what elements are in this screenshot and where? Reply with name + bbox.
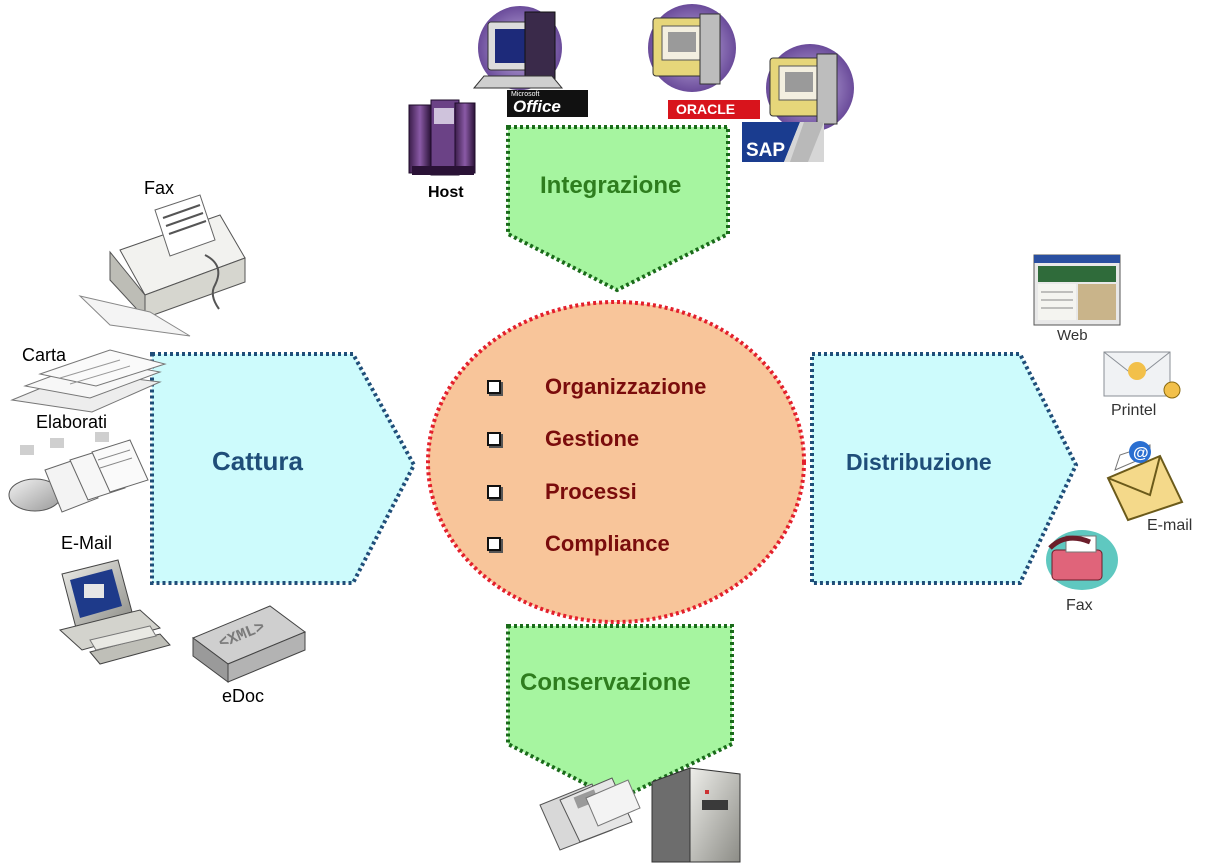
fax-machine-icon: [78, 194, 246, 337]
source-carta-label: Carta: [22, 345, 67, 365]
cattura-arrow: [150, 352, 417, 585]
source-email-label: E-Mail: [61, 533, 113, 553]
target-email-label: E-mail: [1147, 517, 1193, 534]
paper-stack-icon: [10, 349, 167, 413]
printed-reports-icon: [8, 432, 149, 513]
integrazione-arrow: [506, 125, 730, 293]
source-edoc-label: eDoc: [222, 686, 265, 706]
checkbox-icon: [487, 380, 501, 394]
topic-gestione: Gestione: [482, 424, 639, 454]
distribuzione-label: Distribuzione: [846, 449, 992, 475]
conservazione-label: Conservazione: [520, 669, 691, 696]
cattura-label: Cattura: [212, 446, 304, 476]
printel-envelope-icon: [1103, 351, 1181, 399]
integrazione-label: Integrazione: [540, 172, 682, 199]
storage-server-icon: [651, 767, 741, 863]
target-printel-label: Printel: [1111, 402, 1157, 419]
host-label: Host: [428, 184, 464, 201]
oracle-computer-icon: [648, 4, 760, 119]
checkbox-icon: [487, 537, 501, 551]
email-envelope-icon: @: [1106, 441, 1184, 522]
floppy-disks-icon: [539, 777, 641, 851]
sap-logo: SAP: [746, 140, 786, 161]
topic-label: Processi: [545, 479, 637, 504]
target-fax-label: Fax: [1066, 597, 1093, 614]
office-computer-icon: [472, 6, 588, 117]
topic-organizzazione: Organizzazione: [482, 372, 706, 402]
conservazione-arrow: [506, 624, 734, 803]
source-fax-label: Fax: [144, 178, 175, 198]
topic-label: Gestione: [545, 426, 640, 451]
fax-telephone-icon: [1046, 530, 1118, 590]
topic-compliance: Compliance: [482, 529, 670, 559]
oracle-logo: ORACLE: [676, 101, 736, 117]
xml-box-icon: <XML>: [191, 605, 307, 683]
web-browser-icon: [1033, 254, 1121, 326]
center-circle: [426, 300, 806, 624]
host-server-icon: [408, 99, 476, 176]
topic-label: Organizzazione: [545, 374, 707, 399]
topic-processi: Processi: [482, 477, 637, 507]
topic-label: Compliance: [545, 531, 670, 556]
email-computer-icon: [58, 559, 171, 665]
checkbox-icon: [487, 485, 501, 499]
sap-computer-icon: [742, 44, 854, 162]
distribuzione-arrow: [810, 352, 1079, 585]
target-web-label: Web: [1057, 327, 1088, 344]
office-logo: Office: [513, 97, 561, 116]
office-logo-small-text: Microsoft: [511, 91, 540, 98]
source-elaborati-label: Elaborati: [36, 412, 108, 432]
svg-text:@: @: [1133, 445, 1149, 462]
checkbox-icon: [487, 432, 501, 446]
